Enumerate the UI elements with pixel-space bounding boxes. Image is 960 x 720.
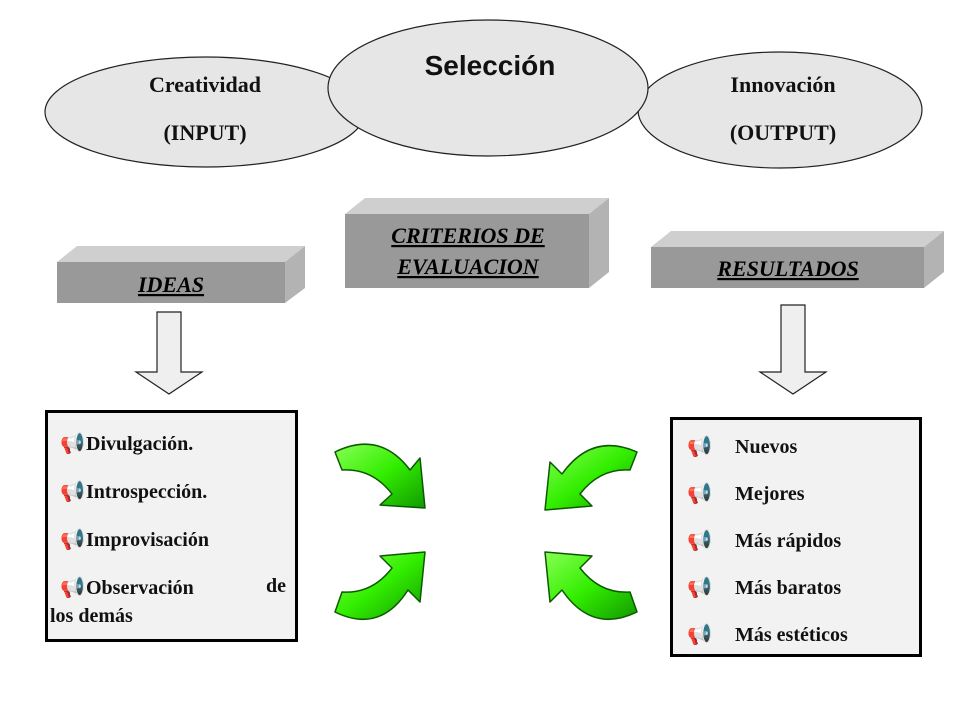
- box-ideas: IDEAS: [57, 246, 305, 303]
- megaphone-icon: 📢: [60, 433, 85, 455]
- results-list-box: 📢Nuevos 📢Mejores 📢Más rápidos 📢Más barat…: [670, 417, 922, 657]
- megaphone-icon: 📢: [687, 577, 712, 599]
- list-item-de: de: [266, 575, 286, 597]
- green-arrow-bottom-left: [334, 551, 426, 621]
- box-resultados: RESULTADOS: [651, 231, 944, 288]
- ellipse-innovacion: Innovación (OUTPUT): [637, 51, 923, 169]
- megaphone-icon: 📢: [687, 530, 712, 552]
- list-item: 📢Nuevos: [687, 436, 798, 458]
- list-item: 📢Mejores: [687, 483, 805, 505]
- input-label: (INPUT): [163, 120, 246, 145]
- down-arrow-left: [134, 311, 204, 395]
- green-arrow-top-left: [334, 443, 426, 509]
- down-arrow-right: [758, 304, 828, 395]
- ideas-list-box: 📢Divulgación. 📢Introspección. 📢Improvisa…: [45, 410, 298, 642]
- megaphone-icon: 📢: [60, 577, 85, 599]
- resultados-title: RESULTADOS: [716, 256, 858, 281]
- list-item: 📢Improvisación: [60, 529, 209, 551]
- green-arrow-bottom-right: [544, 551, 638, 621]
- innovacion-label: Innovación: [730, 72, 835, 97]
- list-item-continuation: los demás: [50, 605, 133, 627]
- megaphone-icon: 📢: [60, 481, 85, 503]
- megaphone-icon: 📢: [687, 624, 712, 646]
- megaphone-icon: 📢: [60, 529, 85, 551]
- list-item: 📢Más rápidos: [687, 530, 842, 552]
- box-criterios: CRITERIOS DE EVALUACION: [345, 198, 609, 288]
- list-item: 📢Más baratos: [687, 577, 842, 599]
- criterios-title-line2: EVALUACION: [396, 254, 540, 279]
- ideas-title: IDEAS: [137, 272, 204, 297]
- seleccion-label: Selección: [425, 50, 556, 81]
- list-item: 📢Divulgación.: [60, 433, 194, 455]
- ellipse-seleccion: Selección: [327, 19, 649, 157]
- ellipse-creatividad: Creatividad (INPUT): [44, 56, 366, 168]
- creatividad-label: Creatividad: [149, 72, 261, 97]
- megaphone-icon: 📢: [687, 483, 712, 505]
- output-label: (OUTPUT): [730, 120, 836, 145]
- list-item: 📢Introspección.: [60, 481, 208, 503]
- list-item: 📢Más estéticos: [687, 624, 848, 646]
- megaphone-icon: 📢: [687, 436, 712, 458]
- criterios-title-line1: CRITERIOS DE: [391, 223, 544, 248]
- list-item: 📢Observación: [60, 577, 194, 599]
- green-arrow-top-right: [544, 444, 638, 511]
